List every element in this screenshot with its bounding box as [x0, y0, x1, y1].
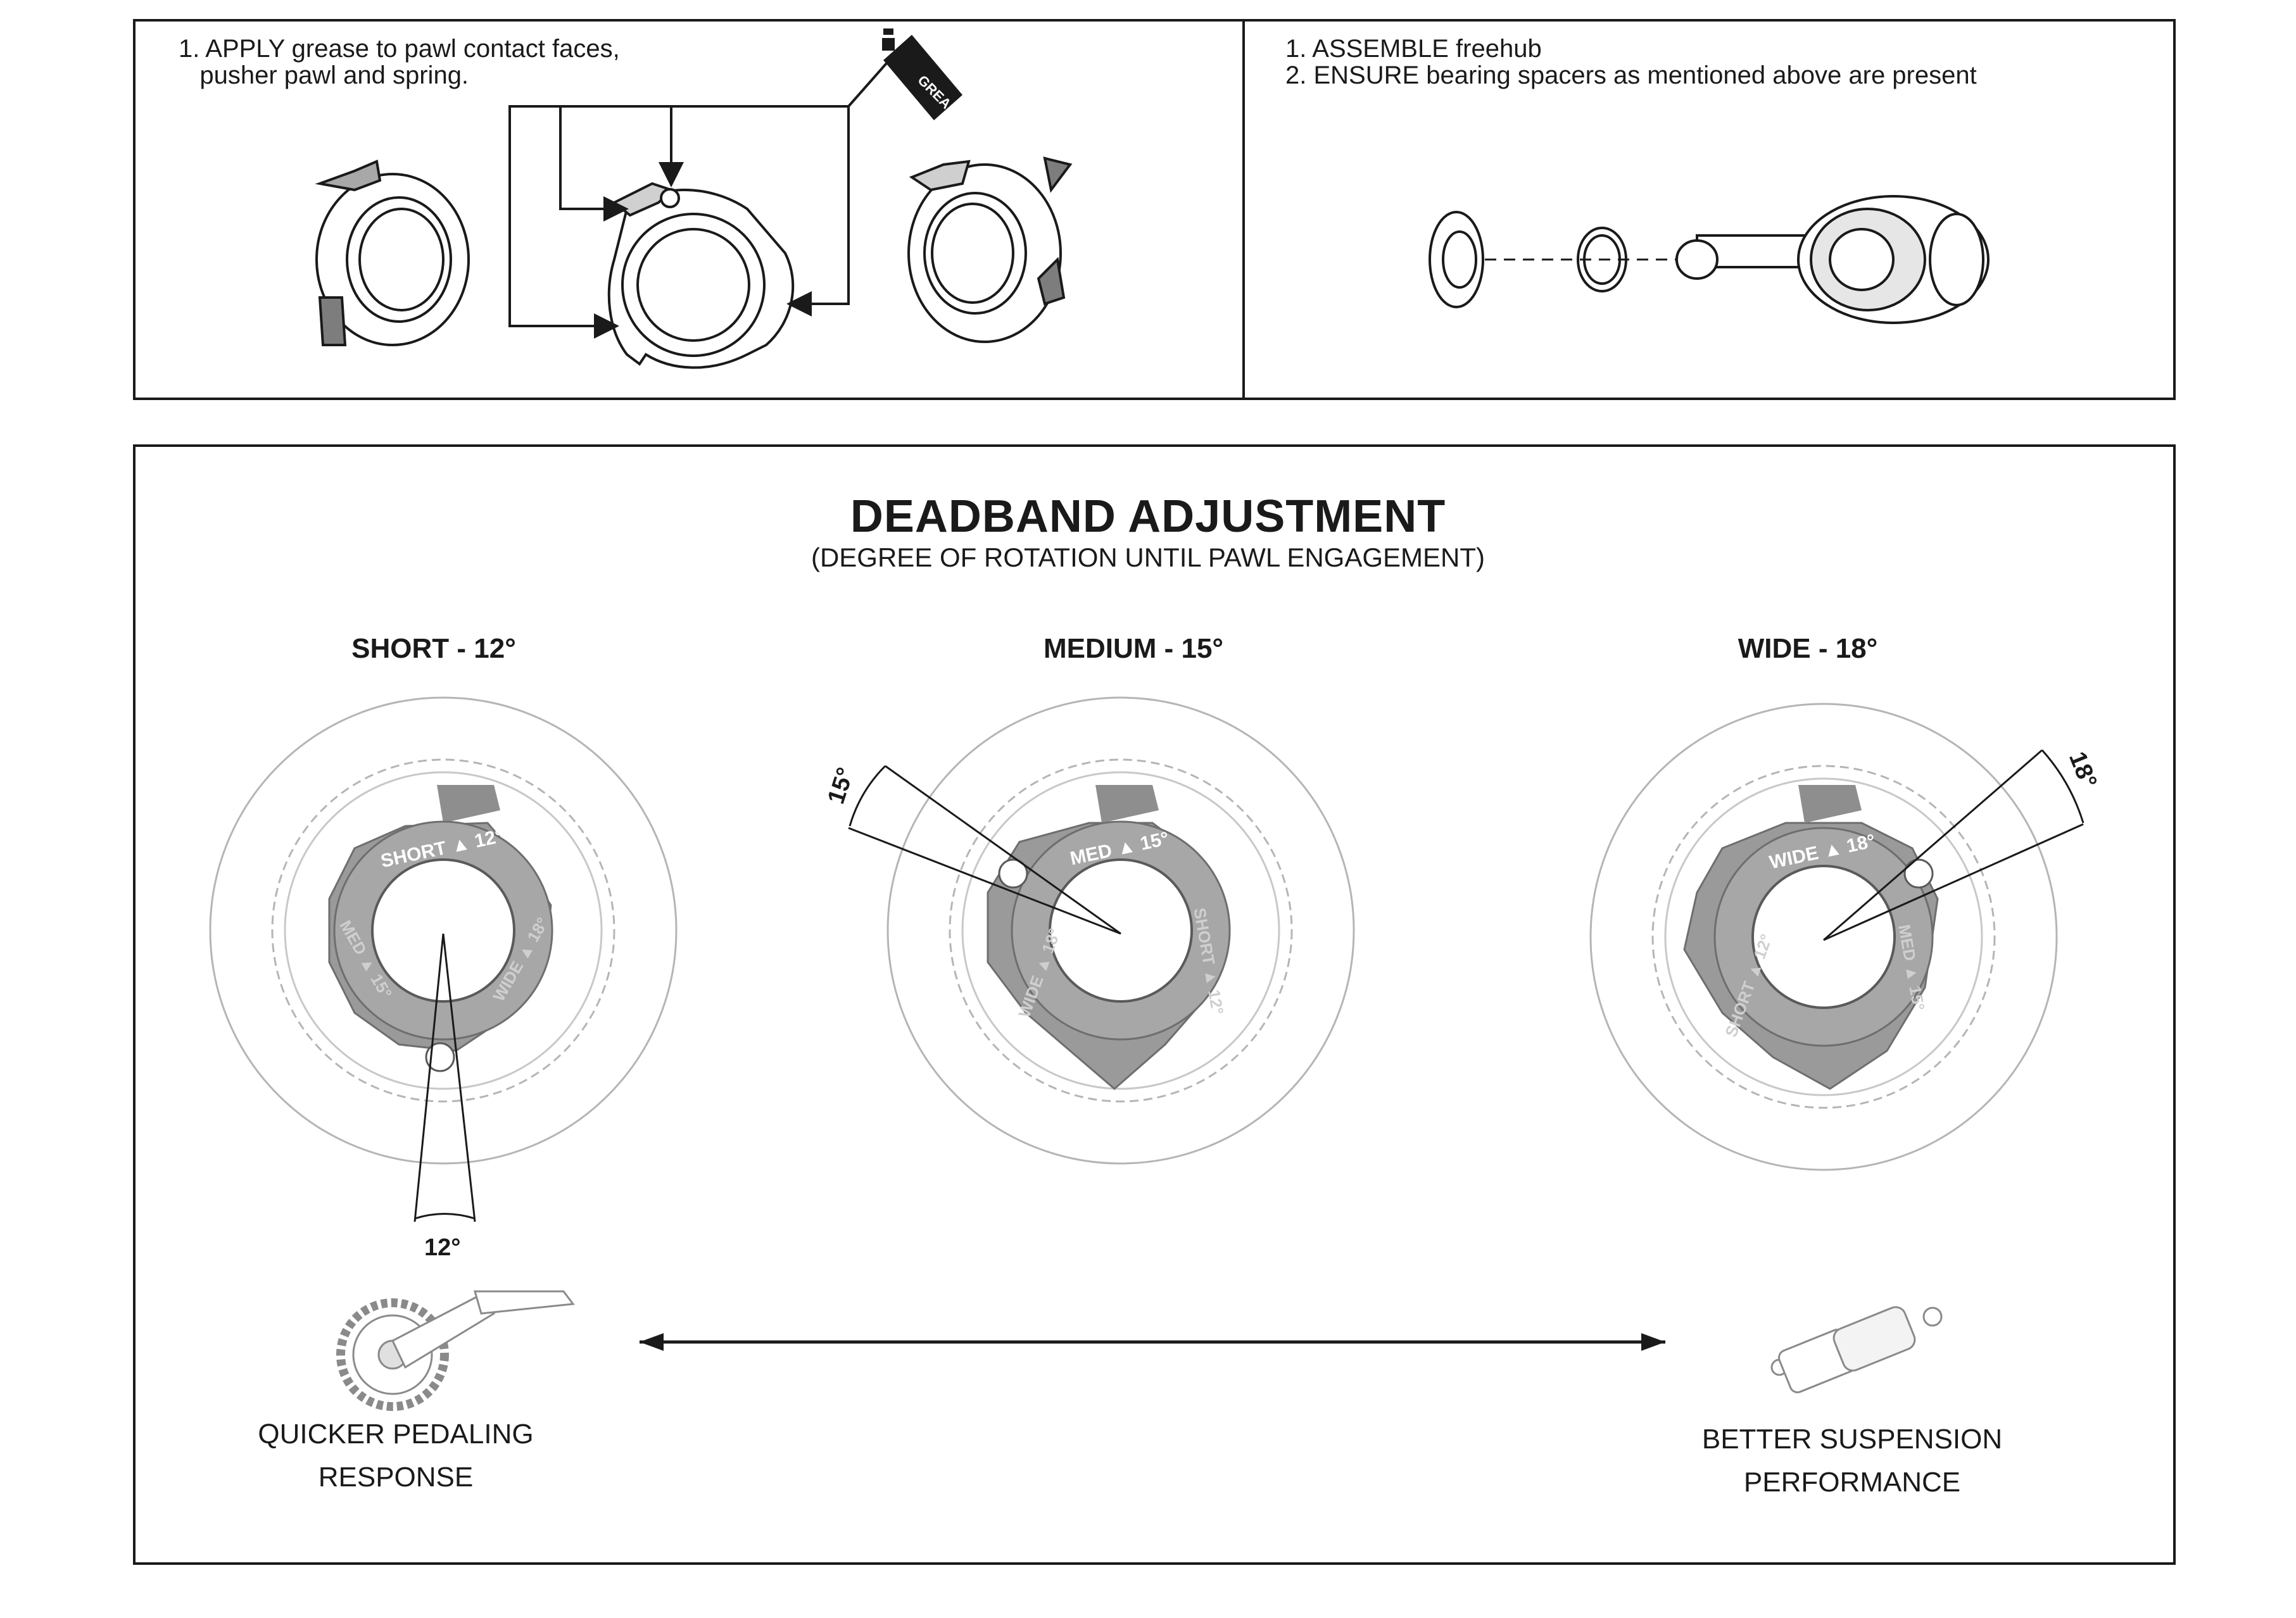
assemble-step-1: 1. ASSEMBLE freehub — [1285, 35, 1542, 63]
medium-hub-drawing: MED ▲ 15° SHORT ▲ 12° WIDE ▲ 18° — [848, 696, 1355, 1165]
right-caption-line1: BETTER SUSPENSION — [1701, 1424, 2003, 1455]
ratchet-ring-right-view — [907, 156, 1073, 343]
wide-hub-drawing: WIDE ▲ 18° MED ▲ 15° SHORT ▲ 12° — [1589, 703, 2085, 1171]
grease-step-panel — [133, 19, 1247, 400]
crankset-icon — [336, 1290, 575, 1411]
left-caption: QUICKER PEDALING RESPONSE — [206, 1413, 586, 1499]
ratchet-ring-center — [607, 182, 795, 369]
grease-tube-icon: GREASE — [882, 28, 968, 125]
deadband-title: DEADBAND ADJUSTMENT — [850, 491, 1446, 542]
angle-label-12: 12° — [424, 1234, 461, 1261]
grease-instructions: 1. APPLY grease to pawl contact faces, p… — [179, 35, 620, 89]
deadband-subtitle: (DEGREE OF ROTATION UNTIL PAWL ENGAGEMEN… — [811, 542, 1485, 572]
option-label-medium: MEDIUM - 15° — [1043, 633, 1224, 664]
right-caption-line2: PERFORMANCE — [1743, 1467, 1961, 1498]
assemble-step-panel — [1242, 19, 2176, 400]
assemble-step-2: 2. ENSURE bearing spacers as mentioned a… — [1285, 61, 1977, 89]
short-hub-drawing: SHORT ▲ 12° WIDE ▲ 18° MED ▲ 15° — [209, 696, 678, 1222]
right-caption: BETTER SUSPENSION PERFORMANCE — [1662, 1418, 2042, 1504]
left-caption-line1: QUICKER PEDALING — [258, 1419, 534, 1450]
left-caption-line2: RESPONSE — [318, 1462, 474, 1493]
spectrum-arrow-right-head — [1641, 1333, 1665, 1351]
ratchet-ring-left-view — [315, 160, 470, 346]
option-label-wide: WIDE - 18° — [1738, 633, 1878, 664]
option-label-short: SHORT - 12° — [351, 633, 516, 664]
spectrum-arrow-left-head — [640, 1333, 664, 1351]
rear-shock-icon — [1770, 1306, 1943, 1393]
grease-callout-lines — [508, 62, 888, 339]
freehub-assembly-diagram — [1429, 195, 1990, 324]
deadband-panel — [133, 444, 2176, 1565]
